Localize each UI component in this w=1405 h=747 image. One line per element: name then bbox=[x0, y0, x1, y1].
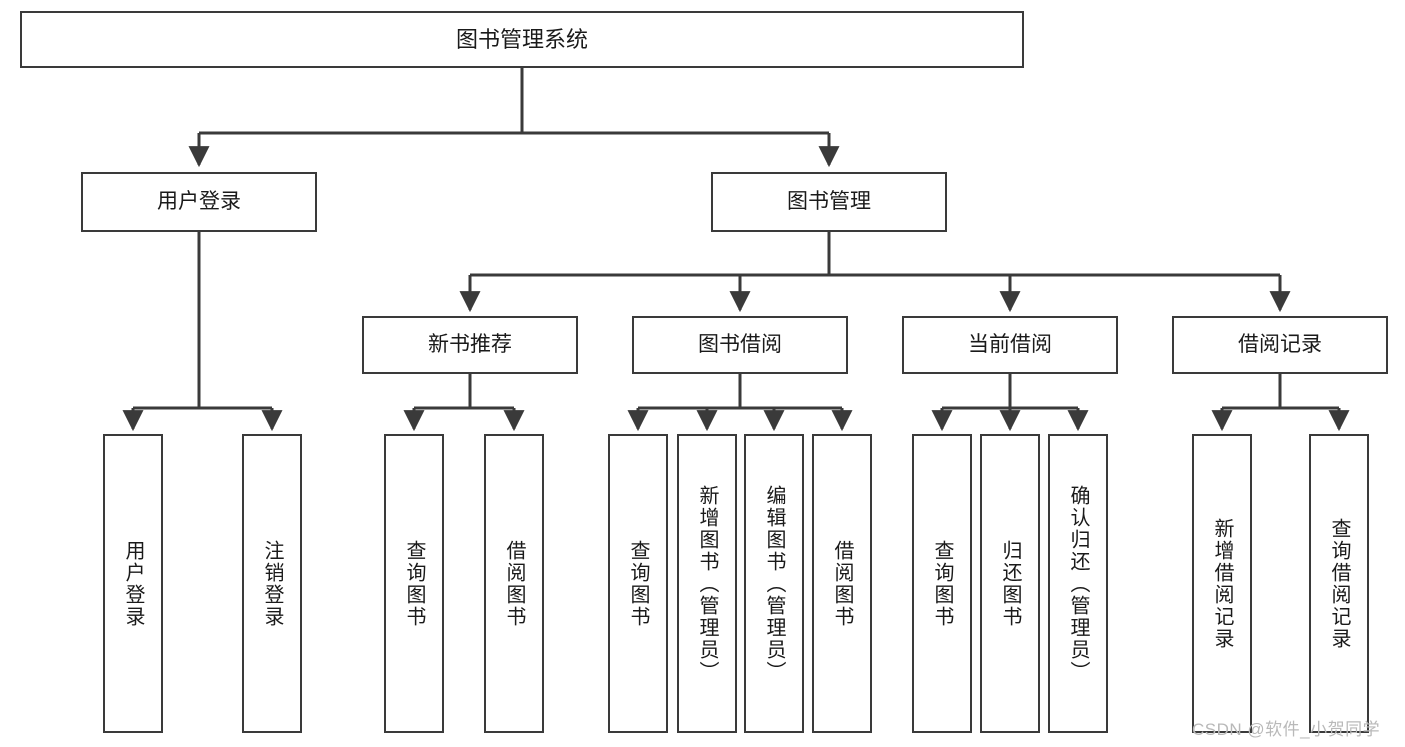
node-new-book-rec[interactable]: 新书推荐 bbox=[362, 316, 578, 374]
leaf-return-book-label: 归还图书 bbox=[999, 539, 1021, 628]
node-user-login-label: 用户登录 bbox=[157, 189, 241, 213]
leaf-borrow-book-1-label: 借阅图书 bbox=[503, 539, 525, 628]
leaf-query-record[interactable]: 查询借阅记录 bbox=[1309, 434, 1369, 733]
leaf-confirm-return[interactable]: 确认归还（管理员） bbox=[1048, 434, 1108, 733]
node-root[interactable]: 图书管理系统 bbox=[20, 11, 1024, 68]
node-current-borrow-label: 当前借阅 bbox=[968, 332, 1052, 356]
leaf-edit-book-label: 编辑图书（管理员） bbox=[763, 484, 785, 683]
leaf-edit-book[interactable]: 编辑图书（管理员） bbox=[744, 434, 804, 733]
node-borrow-record-label: 借阅记录 bbox=[1238, 332, 1322, 356]
leaf-return-book[interactable]: 归还图书 bbox=[980, 434, 1040, 733]
leaf-add-record-label: 新增借阅记录 bbox=[1211, 517, 1233, 650]
leaf-query-book-3-label: 查询图书 bbox=[931, 539, 953, 628]
node-current-borrow[interactable]: 当前借阅 bbox=[902, 316, 1118, 374]
leaf-add-book-label: 新增图书（管理员） bbox=[696, 484, 718, 683]
watermark-text: CSDN @软件_小贺同学 bbox=[1192, 720, 1381, 739]
node-book-manage[interactable]: 图书管理 bbox=[711, 172, 947, 232]
leaf-query-book-1-label: 查询图书 bbox=[403, 539, 425, 628]
leaf-user-login-label: 用户登录 bbox=[122, 539, 144, 628]
leaf-confirm-return-label: 确认归还（管理员） bbox=[1067, 484, 1089, 683]
leaf-borrow-book-1[interactable]: 借阅图书 bbox=[484, 434, 544, 733]
leaf-query-book-1[interactable]: 查询图书 bbox=[384, 434, 444, 733]
leaf-add-book[interactable]: 新增图书（管理员） bbox=[677, 434, 737, 733]
leaf-query-book-2-label: 查询图书 bbox=[627, 539, 649, 628]
leaf-user-login[interactable]: 用户登录 bbox=[103, 434, 163, 733]
node-borrow-record[interactable]: 借阅记录 bbox=[1172, 316, 1388, 374]
node-new-book-rec-label: 新书推荐 bbox=[428, 332, 512, 356]
leaf-borrow-book-2-label: 借阅图书 bbox=[831, 539, 853, 628]
node-root-label: 图书管理系统 bbox=[455, 26, 588, 52]
leaf-borrow-book-2[interactable]: 借阅图书 bbox=[812, 434, 872, 733]
node-book-manage-label: 图书管理 bbox=[787, 189, 871, 213]
leaf-logout[interactable]: 注销登录 bbox=[242, 434, 302, 733]
leaf-add-record[interactable]: 新增借阅记录 bbox=[1192, 434, 1252, 733]
leaf-logout-label: 注销登录 bbox=[261, 539, 283, 628]
node-book-borrow[interactable]: 图书借阅 bbox=[632, 316, 848, 374]
leaf-query-record-label: 查询借阅记录 bbox=[1328, 517, 1350, 650]
leaf-query-book-2[interactable]: 查询图书 bbox=[608, 434, 668, 733]
node-book-borrow-label: 图书借阅 bbox=[698, 332, 782, 356]
leaf-query-book-3[interactable]: 查询图书 bbox=[912, 434, 972, 733]
node-user-login[interactable]: 用户登录 bbox=[81, 172, 317, 232]
